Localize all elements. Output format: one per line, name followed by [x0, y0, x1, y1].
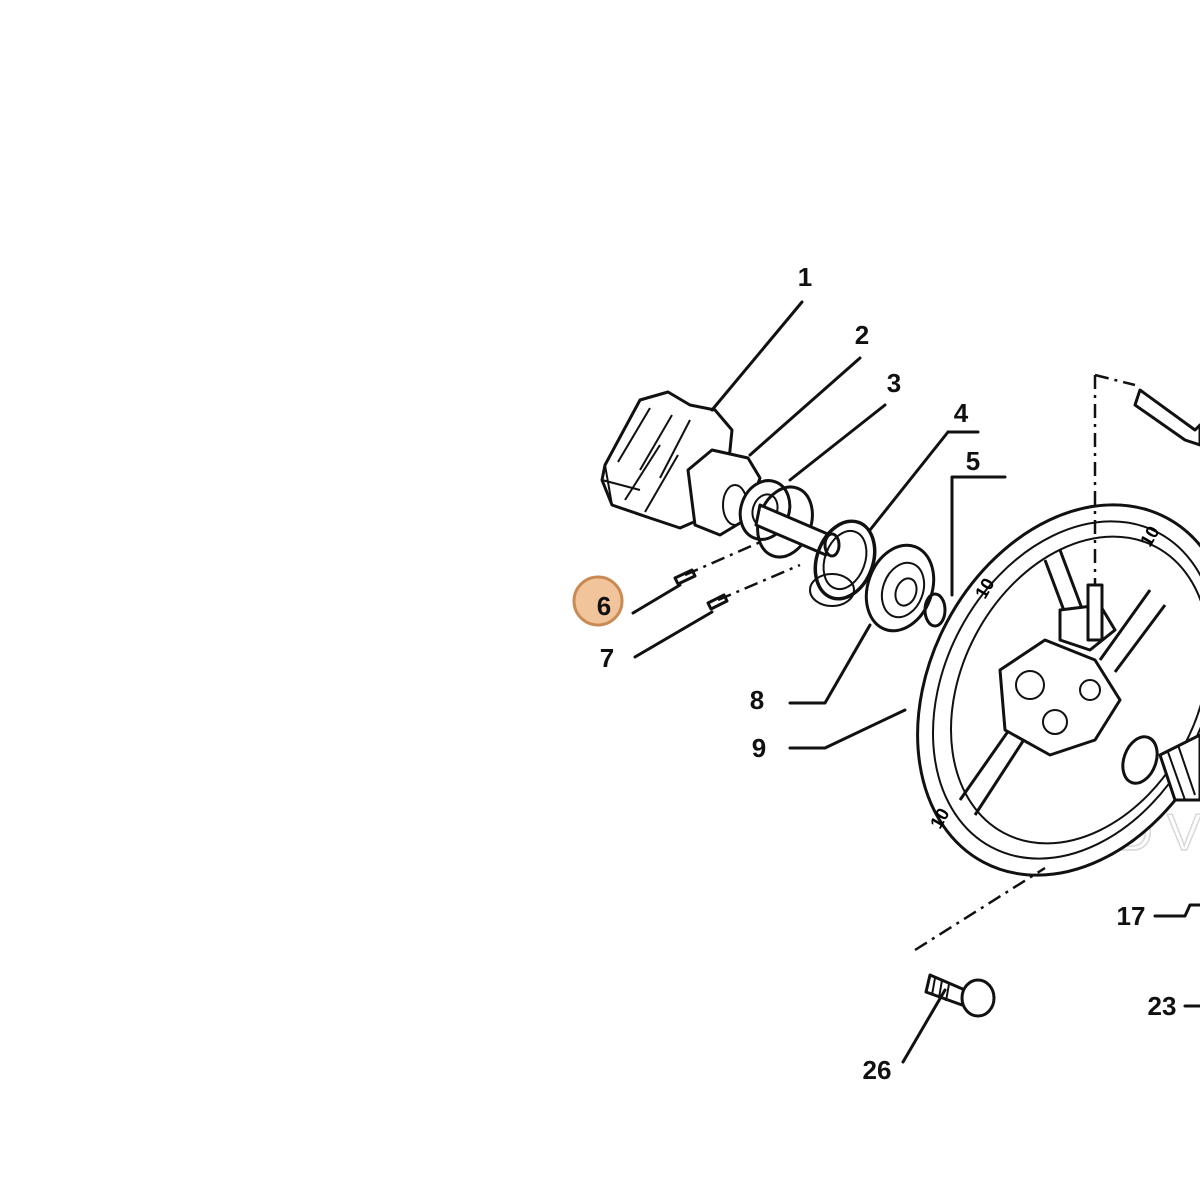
- callout-8: 8: [750, 685, 764, 715]
- centerline-2: [717, 563, 801, 602]
- callout-26: 26: [863, 1055, 892, 1085]
- part-bearing: [864, 543, 936, 633]
- callout-2: 2: [855, 320, 869, 350]
- centerline-1: [684, 538, 766, 577]
- callout-9: 9: [752, 733, 766, 763]
- leader-lines: [631, 300, 1200, 1064]
- part-right-spring: [1121, 733, 1200, 802]
- callout-5: 5: [966, 446, 980, 476]
- callout-4: 4: [954, 398, 969, 428]
- callout-3: 3: [887, 368, 901, 398]
- part-bolt: [924, 973, 996, 1018]
- callout-7: 7: [600, 643, 614, 673]
- callout-1: 1: [798, 262, 812, 292]
- callout-23: 23: [1148, 991, 1177, 1021]
- callout-6: 6: [597, 591, 611, 621]
- callout-highlight-circle: [572, 575, 624, 627]
- part-knob: [600, 390, 762, 537]
- callout-17: 17: [1117, 901, 1146, 931]
- part-snap-ring: [923, 592, 947, 628]
- part-axle: [1086, 375, 1200, 642]
- part-o-ring: [809, 519, 877, 607]
- centerline-top: [1094, 373, 1136, 387]
- centerline-bolt: [914, 866, 1046, 952]
